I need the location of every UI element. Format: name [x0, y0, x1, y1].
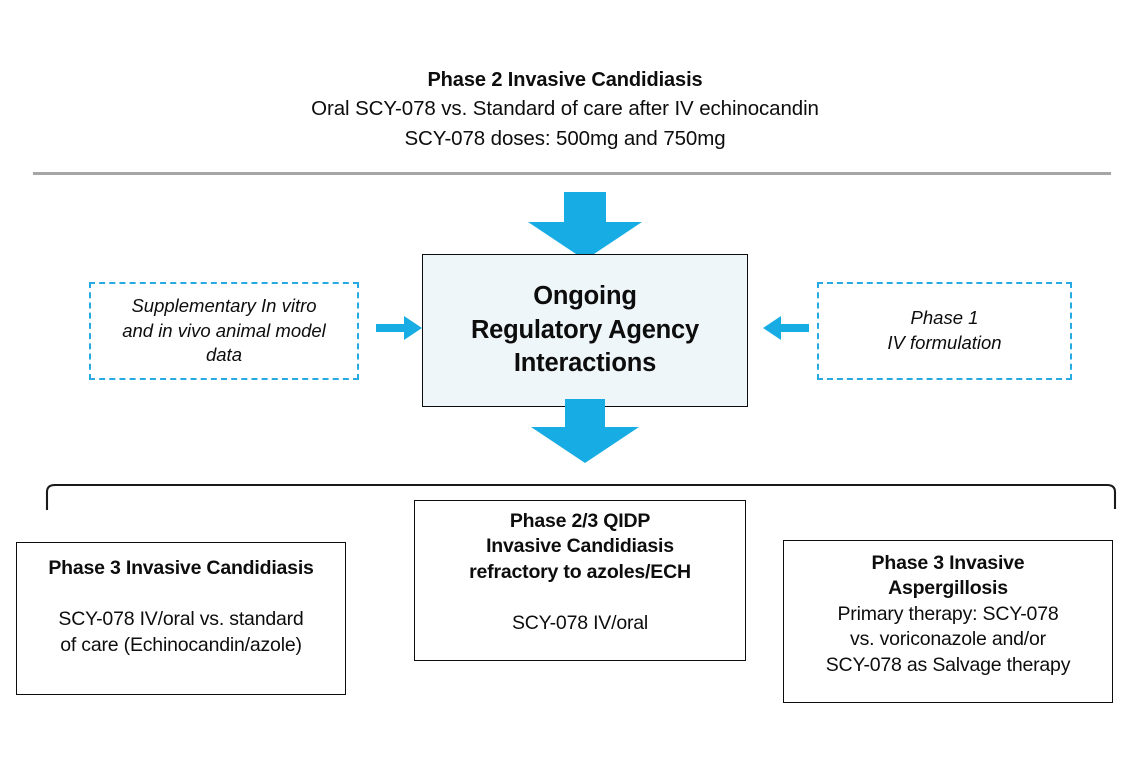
phase3-invasive-aspergillosis-box: Phase 3 Invasive Aspergillosis Primary t…: [783, 540, 1113, 703]
central-process-box: Ongoing Regulatory Agency Interactions: [422, 254, 748, 407]
header-title: Phase 2 Invasive Candidiasis: [427, 69, 703, 91]
br-body-line-3: SCY-078 as Salvage therapy: [825, 654, 1071, 677]
phase3-invasive-candidiasis-box: Phase 3 Invasive Candidiasis SCY-078 IV/…: [16, 542, 346, 695]
phase1-line-1: Phase 1: [910, 307, 979, 329]
br-title-line-1: Phase 3 Invasive: [871, 552, 1025, 574]
bl-body-line-2: of care (Echinocandin/azole): [60, 634, 302, 657]
diagram-header: Phase 2 Invasive Candidiasis Oral SCY-07…: [0, 66, 1130, 153]
bl-title-line-1: Phase 3 Invasive Candidiasis: [48, 557, 314, 579]
supplementary-data-box: Supplementary In vitro and in vivo anima…: [89, 282, 359, 380]
header-subtitle-1: Oral SCY-078 vs. Standard of care after …: [311, 97, 819, 121]
header-subtitle-2: SCY-078 doses: 500mg and 750mg: [404, 126, 726, 150]
header-divider: [33, 172, 1111, 175]
central-box-line-2: Regulatory Agency: [470, 315, 700, 344]
supplementary-line-1: Supplementary In vitro: [131, 294, 317, 316]
phase1-iv-formulation-box: Phase 1 IV formulation: [817, 282, 1072, 380]
branch-bracket: [45, 483, 1117, 510]
bc-title-line-2: Invasive Candidiasis: [486, 535, 674, 558]
bc-body-line-1: SCY-078 IV/oral: [511, 612, 649, 635]
central-box-line-1: Ongoing: [533, 282, 637, 311]
bc-title-line-3: refractory to azoles/ECH: [469, 560, 691, 583]
bc-title-line-1: Phase 2/3 QIDP: [509, 510, 651, 532]
arrow-left-icon: [763, 316, 809, 340]
central-box-line-3: Interactions: [513, 349, 657, 378]
br-body-line-2: vs. voriconazole and/or: [850, 628, 1046, 651]
br-title-line-2: Aspergillosis: [888, 577, 1008, 600]
arrow-right-icon: [376, 316, 422, 340]
arrow-down-out-of-center: [531, 399, 639, 463]
supplementary-line-2: and in vivo animal model: [122, 319, 326, 341]
phase23-qidp-box: Phase 2/3 QIDP Invasive Candidiasis refr…: [414, 500, 746, 661]
bl-body-line-1: SCY-078 IV/oral vs. standard: [58, 608, 304, 631]
br-body-line-1: Primary therapy: SCY-078: [837, 602, 1059, 625]
supplementary-line-3: data: [205, 344, 242, 366]
phase1-line-2: IV formulation: [887, 332, 1002, 353]
arrow-down-into-center: [528, 192, 642, 260]
